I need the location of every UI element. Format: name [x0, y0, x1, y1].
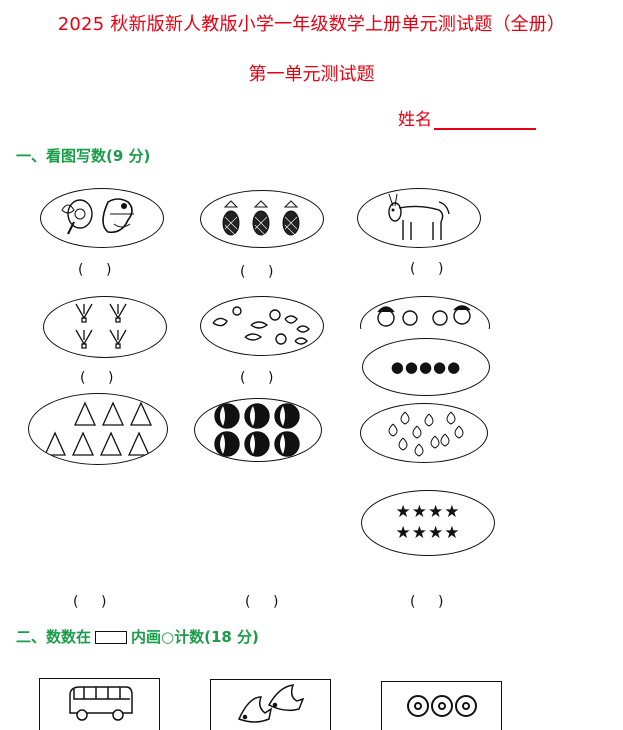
- picture-bells: [28, 393, 168, 465]
- picture-pineapples: [200, 190, 324, 248]
- star-row-icon: ★★★★: [395, 523, 461, 543]
- name-field[interactable]: 姓名: [398, 105, 536, 130]
- section-2-heading-post: 内画○计数(18 分): [131, 628, 259, 646]
- donkey-icon: [388, 193, 450, 240]
- counting-box-fish: [210, 679, 331, 730]
- answer-blank[interactable]: (): [245, 594, 279, 610]
- rectangle-icon: [95, 631, 128, 644]
- answer-blank[interactable]: (): [240, 370, 274, 386]
- picture-balls: [194, 398, 322, 462]
- small-animals-icon: [212, 306, 310, 345]
- picture-children: [360, 296, 490, 329]
- answer-blank[interactable]: (): [240, 264, 274, 280]
- ball-icon: [214, 403, 300, 457]
- document-title: 2025 秋新版新人教版小学一年级数学上册单元测试题（全册）: [57, 14, 566, 35]
- section-2-heading-pre: 二、数数在: [16, 628, 92, 646]
- butterfly-dragon-icon: [61, 198, 134, 235]
- picture-animals: [200, 296, 324, 356]
- answer-blank[interactable]: (): [80, 370, 114, 386]
- name-blank-line[interactable]: [434, 110, 536, 130]
- answer-blank[interactable]: (): [78, 262, 112, 278]
- counting-box-flowers: [381, 681, 502, 730]
- bus-icon: [68, 685, 133, 721]
- counting-box-bus: [39, 678, 160, 730]
- pineapple-icon: [222, 200, 300, 236]
- picture-pears: [360, 403, 488, 463]
- picture-stars: ★★★★ ★★★★: [361, 490, 495, 556]
- picture-beans: ●●●●●: [362, 338, 490, 396]
- picture-butterfly-dragon: [40, 188, 164, 248]
- section-2-heading: 二、数数在 内画○计数(18 分): [16, 626, 259, 647]
- children-icon: [377, 305, 471, 327]
- beans-icon: ●●●●●: [390, 357, 462, 376]
- pear-icon: [388, 411, 464, 457]
- tulip-icon: [75, 303, 127, 349]
- fish-icon: [237, 684, 304, 723]
- unit-title: 第一单元测试题: [248, 64, 375, 85]
- picture-donkey: [357, 188, 481, 248]
- star-row-icon: ★★★★: [395, 502, 461, 522]
- flower-icon: [406, 695, 477, 717]
- name-label: 姓名: [398, 110, 432, 130]
- answer-blank[interactable]: (): [410, 261, 444, 277]
- answer-blank[interactable]: (): [410, 594, 444, 610]
- picture-flowers: [43, 296, 167, 358]
- answer-blank[interactable]: (): [73, 594, 107, 610]
- bell-icon: [43, 401, 153, 456]
- section-1-heading: 一、看图写数(9 分): [16, 147, 151, 165]
